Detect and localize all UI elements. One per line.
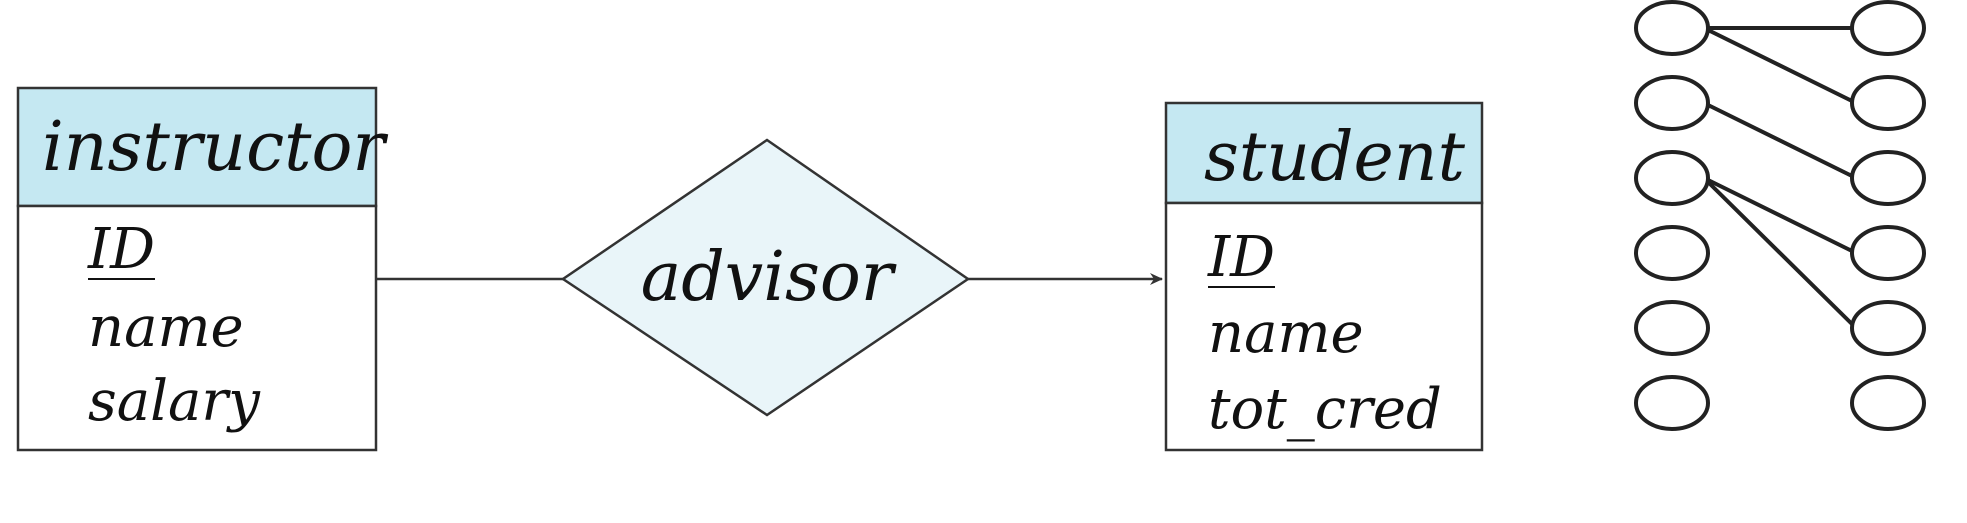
instructor-attr-name: name bbox=[88, 295, 244, 360]
mapping-cardinality-sketch bbox=[1634, 0, 1926, 431]
instructor-header bbox=[16, 86, 378, 208]
right-node-5 bbox=[1850, 375, 1926, 431]
student-attr-tot-cred: tot_cred bbox=[1208, 377, 1442, 442]
right-node-1 bbox=[1850, 75, 1926, 131]
student-header bbox=[1164, 101, 1484, 205]
advisor-relationship[interactable]: advisor bbox=[560, 138, 971, 417]
instructor-body bbox=[16, 204, 378, 452]
instructor-entity[interactable]: instructor ID name salary bbox=[16, 86, 388, 452]
mapping-edge-4 bbox=[1702, 176, 1858, 330]
advisor-label: advisor bbox=[641, 238, 897, 317]
advisor-diamond bbox=[560, 138, 971, 417]
instructor-title: instructor bbox=[42, 108, 388, 187]
right-node-4 bbox=[1850, 300, 1926, 356]
left-node-5 bbox=[1634, 375, 1710, 431]
student-attr-id: ID bbox=[1207, 225, 1275, 290]
instructor-attr-id: ID bbox=[87, 217, 155, 282]
left-node-1 bbox=[1634, 75, 1710, 131]
left-node-2 bbox=[1634, 150, 1710, 206]
left-node-3 bbox=[1634, 225, 1710, 281]
right-node-0 bbox=[1850, 0, 1926, 56]
student-entity[interactable]: student ID name tot_cred bbox=[1164, 101, 1484, 452]
student-title: student bbox=[1204, 118, 1466, 197]
instructor-attr-salary: salary bbox=[88, 369, 261, 434]
student-body bbox=[1164, 201, 1484, 452]
left-node-4 bbox=[1634, 300, 1710, 356]
mapping-edge-2 bbox=[1703, 101, 1857, 180]
mapping-edge-3 bbox=[1703, 176, 1857, 255]
left-node-0 bbox=[1634, 0, 1710, 56]
student-attr-name: name bbox=[1208, 301, 1364, 366]
right-node-3 bbox=[1850, 225, 1926, 281]
right-node-2 bbox=[1850, 150, 1926, 206]
mapping-edge-1 bbox=[1703, 26, 1857, 105]
